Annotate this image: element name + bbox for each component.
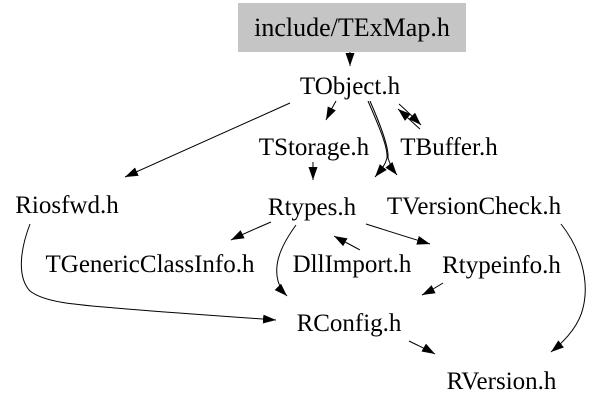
node-rtypes[interactable]: Rtypes.h: [267, 193, 357, 221]
edge-rtypes-tgenericclassinfo: [230, 221, 272, 241]
edge-tbuffer-tobject: [397, 108, 421, 130]
edge-tobject-riosfwd: [124, 102, 291, 178]
edge-tversioncheck-rversion: [550, 223, 586, 353]
node-tobject[interactable]: TObject.h: [299, 73, 401, 100]
edge-riosfwd-rconfig: [20, 223, 277, 324]
edge-rconfig-rversion: [408, 340, 436, 355]
node-rversion[interactable]: RVersion.h: [446, 367, 557, 395]
node-rconfig[interactable]: RConfig.h: [296, 309, 402, 337]
node-tgenericclassinfo[interactable]: TGenericClassInfo.h: [45, 250, 255, 278]
node-riosfwd[interactable]: Riosfwd.h: [15, 191, 119, 219]
edge-rtypes-rtypeinfo: [365, 223, 431, 245]
node-dllimport[interactable]: DllImport.h: [292, 250, 412, 278]
edge-tobject-tbuffer: [398, 103, 422, 126]
edge-tobject-tversioncheck: [369, 100, 398, 176]
edge-rtypeinfo-rconfig: [421, 282, 444, 296]
node-tbuffer[interactable]: TBuffer.h: [400, 133, 498, 161]
edge-tobject-rtypes: [367, 100, 388, 178]
node-rtypeinfo[interactable]: Rtypeinfo.h: [442, 251, 561, 279]
node-tstorage[interactable]: TStorage.h: [258, 133, 370, 161]
edge-tobject-tstorage: [325, 100, 337, 121]
node-texmap: include/TExMap.h: [238, 3, 466, 52]
node-tversioncheck[interactable]: TVersionCheck.h: [386, 192, 562, 220]
edge-rtypes-rconfig: [274, 224, 297, 297]
edge-dllimport-rtypes: [333, 235, 361, 251]
